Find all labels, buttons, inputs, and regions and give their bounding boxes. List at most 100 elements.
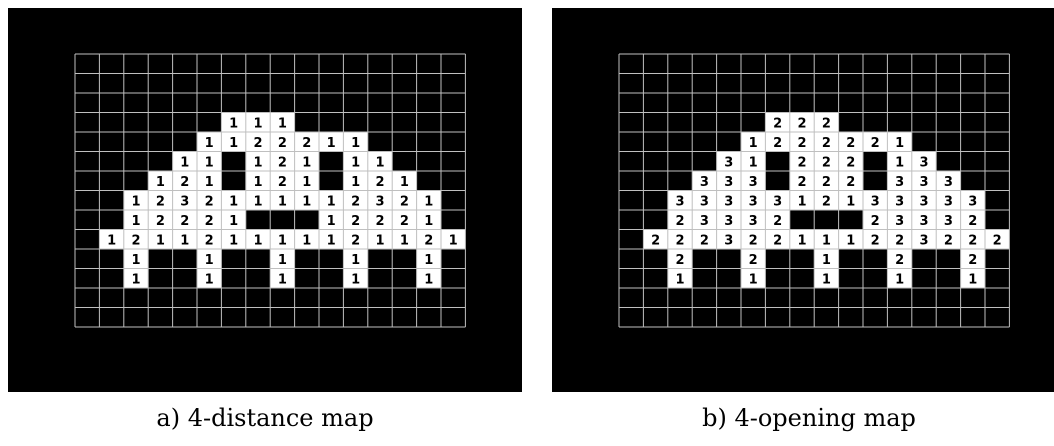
object-cell (343, 132, 368, 152)
object-cell (367, 210, 393, 230)
cell-value: 1 (131, 272, 140, 287)
object-cell (343, 229, 368, 249)
cell-value: 1 (400, 233, 409, 248)
cell-value: 2 (156, 194, 165, 209)
object-cell (245, 190, 271, 210)
object-cell (197, 190, 222, 210)
object-cell (367, 171, 393, 191)
cell-value: 2 (871, 233, 880, 248)
object-cell (441, 229, 466, 249)
cell-value: 1 (131, 253, 140, 268)
object-cell (863, 210, 888, 230)
object-cell (123, 268, 149, 288)
cell-value: 1 (675, 272, 684, 287)
cell-value: 1 (302, 194, 311, 209)
object-cell (123, 210, 149, 230)
cell-value: 2 (205, 233, 214, 248)
object-cell (123, 249, 149, 269)
cell-value: 2 (871, 214, 880, 229)
object-cell (319, 210, 344, 230)
cell-value: 1 (424, 214, 433, 229)
cell-value: 2 (822, 155, 831, 170)
object-cell (270, 171, 295, 191)
cell-value: 1 (180, 155, 189, 170)
object-cell (838, 229, 863, 249)
cell-value: 2 (675, 253, 684, 268)
object-cell (221, 132, 246, 152)
cell-value: 2 (180, 175, 189, 190)
object-cell (789, 151, 815, 171)
object-cell (887, 249, 912, 269)
cell-value: 1 (327, 214, 336, 229)
cell-value: 2 (822, 136, 831, 151)
object-cell (863, 132, 888, 152)
object-cell (197, 151, 222, 171)
object-cell (270, 249, 295, 269)
object-cell (343, 171, 368, 191)
cell-value: 2 (675, 214, 684, 229)
cell-value: 1 (351, 175, 360, 190)
object-cell (416, 210, 441, 230)
cell-value: 1 (749, 155, 758, 170)
object-cell (294, 190, 319, 210)
object-cell (741, 190, 766, 210)
cell-value: 1 (895, 136, 904, 151)
object-cell (911, 229, 937, 249)
object-cell (887, 229, 912, 249)
object-cell (789, 132, 815, 152)
object-cell (960, 268, 985, 288)
object-cell (741, 132, 766, 152)
cell-value: 1 (449, 233, 458, 248)
object-cell (741, 210, 766, 230)
cell-value: 1 (253, 233, 262, 248)
cell-value: 2 (375, 214, 384, 229)
cell-value: 1 (351, 272, 360, 287)
object-cell (814, 151, 839, 171)
cell-value: 1 (205, 155, 214, 170)
object-cell (838, 171, 863, 191)
cell-value: 2 (351, 233, 360, 248)
object-cell (270, 268, 295, 288)
object-cell (716, 229, 741, 249)
object-cell (789, 229, 815, 249)
cell-value: 1 (107, 233, 116, 248)
cell-value: 1 (895, 272, 904, 287)
object-cell (148, 210, 173, 230)
cell-value: 2 (400, 194, 409, 209)
object-cell (789, 112, 815, 132)
object-cell (416, 190, 441, 210)
object-cell (765, 190, 790, 210)
cell-value: 2 (968, 233, 977, 248)
cell-value: 3 (895, 175, 904, 190)
cell-value: 3 (724, 214, 733, 229)
cell-value: 1 (253, 194, 262, 209)
object-cell (221, 210, 246, 230)
cell-value: 2 (968, 214, 977, 229)
object-cell (245, 171, 271, 191)
object-cell (887, 190, 912, 210)
object-cell (789, 190, 815, 210)
cell-value: 2 (773, 214, 782, 229)
cell-value: 3 (675, 194, 684, 209)
object-cell (814, 171, 839, 191)
object-cell (416, 268, 441, 288)
cell-value: 3 (375, 194, 384, 209)
cell-value: 1 (846, 194, 855, 209)
cell-value: 1 (131, 194, 140, 209)
object-cell (643, 229, 668, 249)
cell-value: 2 (131, 233, 140, 248)
cell-value: 3 (919, 155, 928, 170)
cell-value: 3 (749, 214, 758, 229)
cell-value: 1 (253, 155, 262, 170)
object-cell (667, 210, 693, 230)
cell-value: 2 (993, 233, 1002, 248)
cell-value: 1 (278, 116, 287, 131)
cell-value: 2 (797, 175, 806, 190)
object-cell (814, 190, 839, 210)
cell-value: 1 (180, 233, 189, 248)
cell-value: 2 (822, 175, 831, 190)
object-cell (911, 210, 937, 230)
object-cell (911, 190, 937, 210)
cell-value: 1 (424, 194, 433, 209)
object-cell (765, 112, 790, 132)
